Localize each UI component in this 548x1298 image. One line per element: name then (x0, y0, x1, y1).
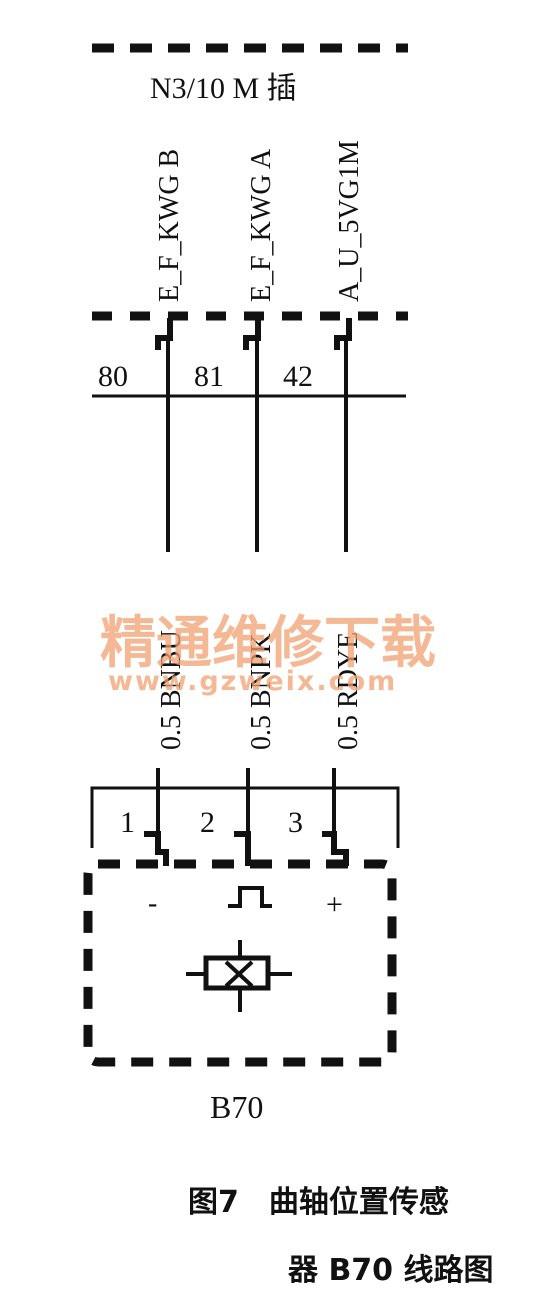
sensor-pin-1: 1 (120, 806, 135, 839)
caption-line-1: 图7 曲轴位置传感 (188, 1185, 449, 1220)
sensor-label: B70 (210, 1089, 263, 1125)
sensor-pin-3: 3 (288, 806, 303, 839)
minus-symbol: - (148, 888, 157, 919)
top-pin-80: 80 (98, 360, 128, 393)
sensor-dashed-box (83, 859, 397, 1067)
pulse-signal-icon (228, 886, 272, 908)
sensor-connector-bracket (90, 786, 400, 848)
watermark-url: www.gzweix.com (108, 666, 397, 697)
top-terminal-3 (334, 318, 352, 350)
top-pin-81: 81 (194, 360, 224, 393)
wire-label-3: 0.5 RDYE (333, 632, 364, 750)
sensor-terminal-1 (144, 831, 169, 866)
top-terminal-2 (243, 318, 261, 350)
caption-line-2: 器 B70 线路图 (287, 1253, 494, 1288)
sensor-terminal-2 (234, 831, 251, 866)
sensor-terminal-3 (322, 831, 349, 866)
sensor-pin-2: 2 (200, 806, 215, 839)
top-connector-label: N3/10 M 插 (150, 72, 297, 105)
inductive-sensor-icon (186, 940, 292, 1012)
signal-label-3: A_U_5VG1M (334, 140, 365, 302)
signal-label-1: E_F_KWG B (154, 149, 185, 302)
signal-label-2: E_F_KWG A (246, 148, 277, 302)
wire-label-2: 0.5 BNPK (246, 633, 277, 750)
plus-symbol: + (326, 888, 343, 921)
watermark-text: 精通维修下载 (100, 611, 436, 676)
top-pin-42: 42 (283, 360, 313, 393)
top-terminal-1 (155, 318, 173, 350)
wire-label-1: 0.5 BNBU (156, 630, 187, 750)
